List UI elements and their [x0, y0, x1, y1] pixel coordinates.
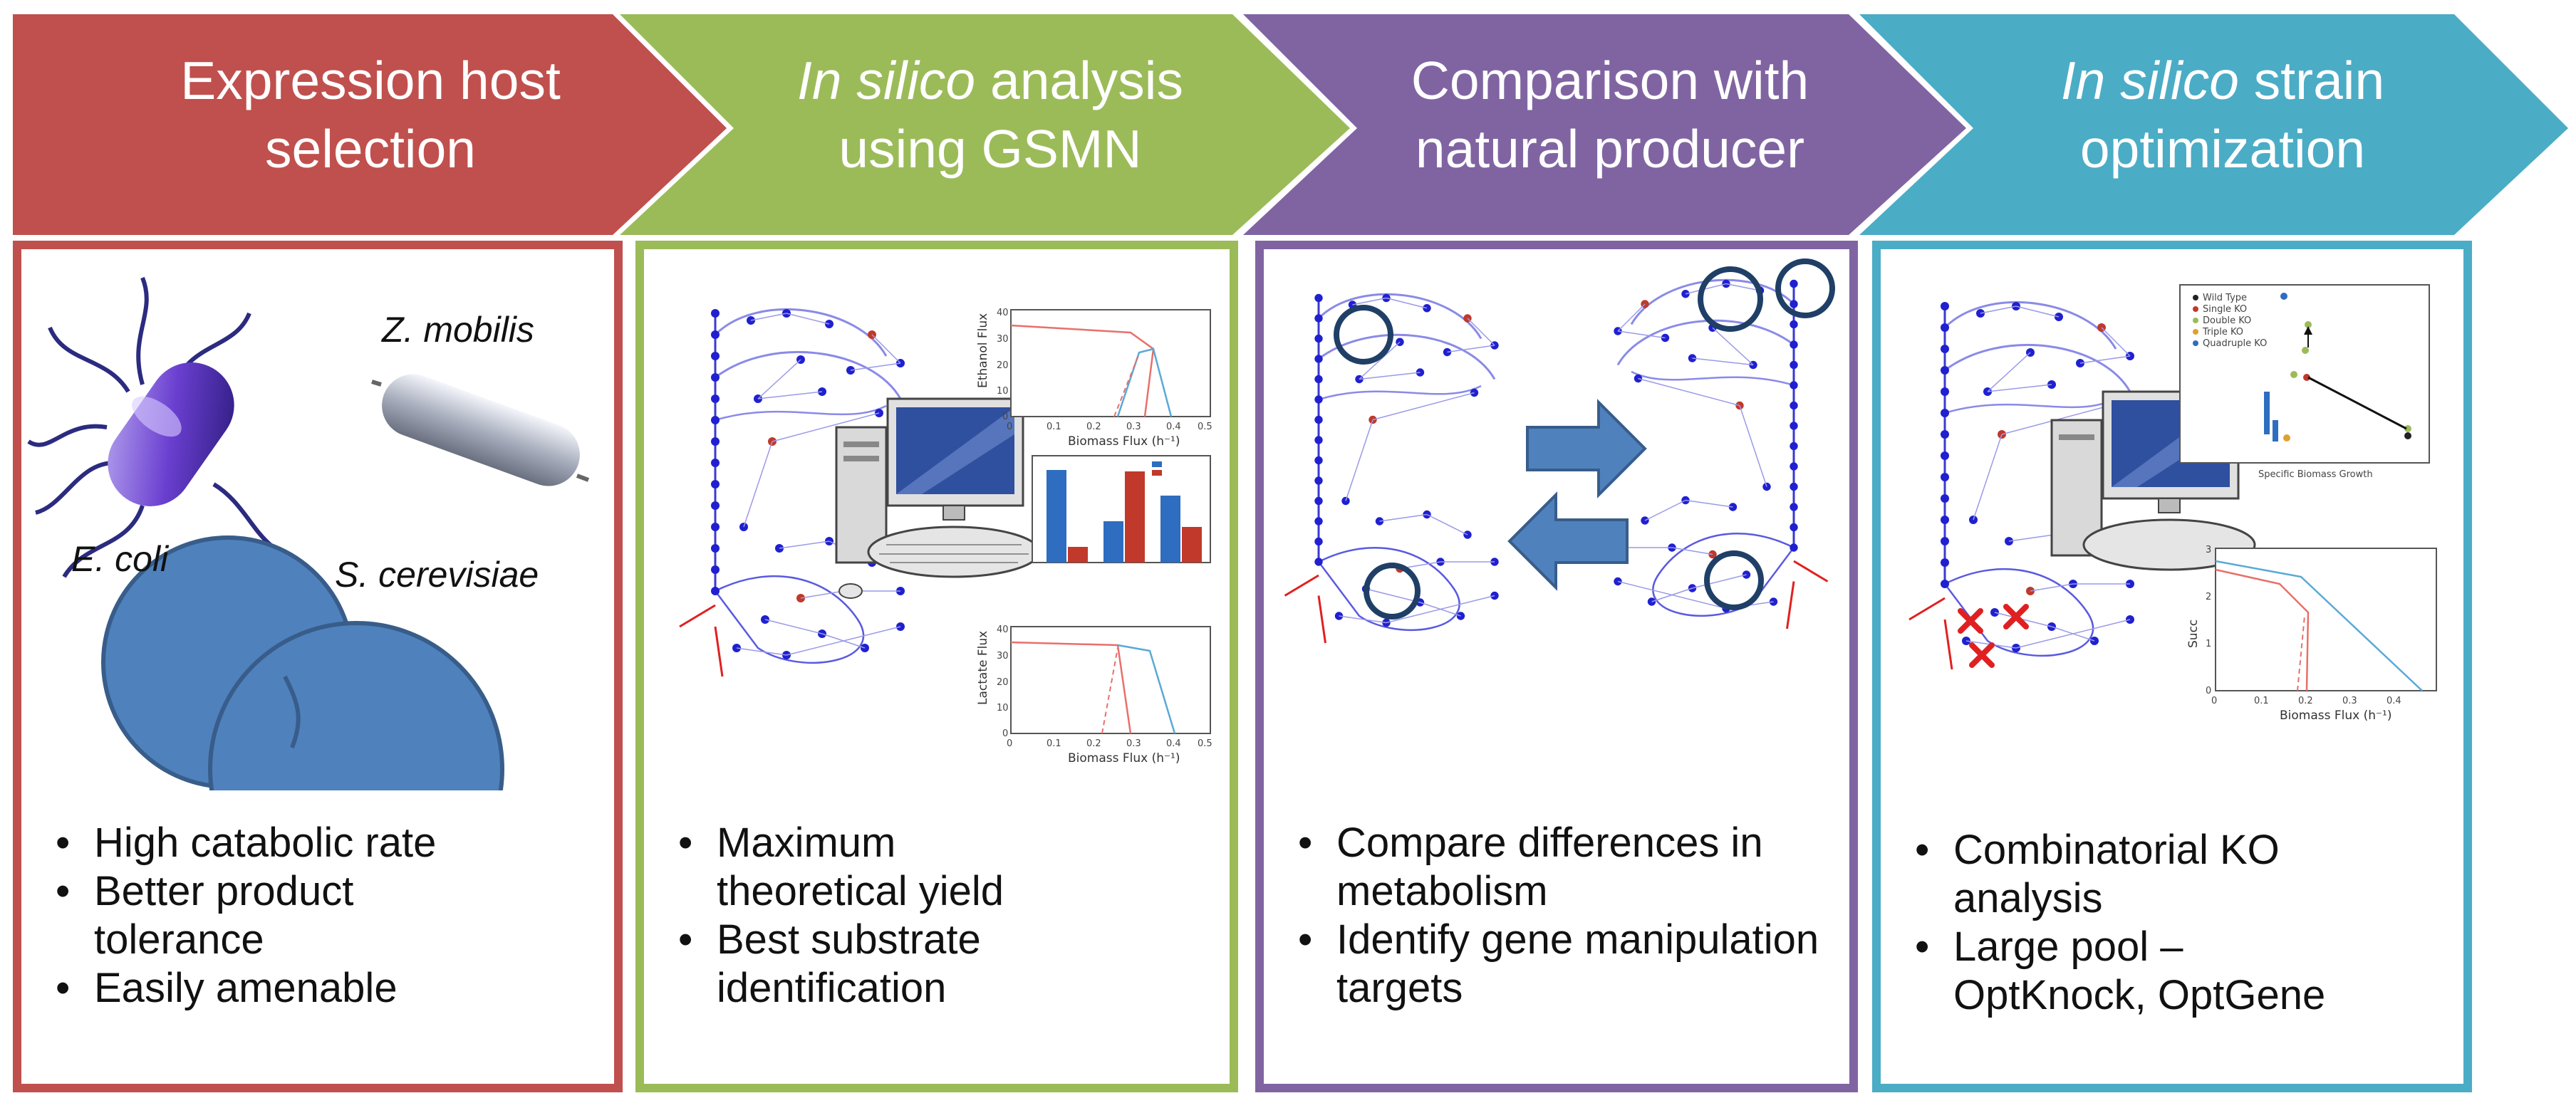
- yield-bar-chart: [1032, 455, 1211, 563]
- svg-text:0.2: 0.2: [1086, 422, 1101, 432]
- chart-line-mutant: [1116, 347, 1173, 417]
- network-icon: [1284, 293, 1499, 644]
- step2-arrow-shape: [620, 14, 1350, 235]
- step1-panel: E. coli Z. mobilis S. cerevisiae High ca…: [13, 241, 623, 1092]
- step2-title-italic: In silico: [797, 51, 976, 110]
- svg-text:0.5: 0.5: [1198, 738, 1212, 749]
- bullet-item: Identify gene manipulation targets: [1295, 916, 1835, 1013]
- step3-bullets: Compare differences in metabolism Identi…: [1295, 819, 1828, 1013]
- bullet-item: Combinatorial KO analysis: [1912, 826, 2310, 923]
- ecoli-label: E. coli: [71, 539, 169, 579]
- svg-text:30: 30: [997, 334, 1009, 345]
- yeast-icon: [101, 535, 504, 790]
- step4-bullets: Combinatorial KO analysis Large pool – O…: [1912, 826, 2442, 1020]
- svg-text:10: 10: [997, 703, 1009, 714]
- svg-text:0.2: 0.2: [2298, 696, 2313, 706]
- chart-line-mutant: [1117, 644, 1176, 734]
- svg-text:0.5: 0.5: [1198, 422, 1212, 432]
- zmobilis-icon: [371, 374, 590, 486]
- top-chart-ylabel: Ethanol Flux: [976, 313, 990, 388]
- step4-title-italic: In silico: [2060, 51, 2239, 110]
- legend-item: Wild Type: [2203, 293, 2247, 303]
- svg-text:0.4: 0.4: [1166, 422, 1181, 432]
- scatter-xlabel: Specific Biomass Growth: [2258, 469, 2373, 480]
- svg-text:30: 30: [997, 651, 1009, 662]
- svg-text:10: 10: [997, 386, 1009, 397]
- chart-line-mutant: [2215, 560, 2423, 691]
- double-arrow-icon: [1507, 399, 1647, 591]
- scerevisiae-label: S. cerevisiae: [335, 555, 539, 595]
- process-arrows: [13, 14, 2568, 235]
- step3-arrow-shape: [1243, 14, 1966, 235]
- svg-text:2: 2: [2206, 592, 2211, 602]
- svg-text:0.4: 0.4: [2387, 696, 2401, 706]
- chart-line-wildtype: [2215, 568, 2310, 691]
- bullet-item: Best substrate identification: [675, 916, 1030, 1013]
- knockout-x-icon: [1958, 604, 2029, 668]
- legend-item: Triple KO: [2202, 327, 2243, 338]
- step2-bullets: Maximum theoretical yield Best substrate…: [675, 819, 1208, 1013]
- svg-text:40: 40: [997, 308, 1009, 318]
- top-chart-xlabel: Biomass Flux (h⁻¹): [1068, 434, 1180, 449]
- step3-panel: Compare differences in metabolism Identi…: [1255, 241, 1858, 1092]
- bullet-item: Easily amenable: [53, 964, 593, 1013]
- svg-text:0.3: 0.3: [1126, 422, 1141, 432]
- ethanol-flux-chart: 40 30 20 10 0 0 0.1 0.2 0.3 0.4 0.5 Biomass Flux …: [976, 308, 1212, 449]
- chart-line-wildtype: [1010, 324, 1155, 417]
- bullet-item: Large pool – OptKnock, OptGene: [1912, 923, 2352, 1020]
- svg-text:0: 0: [1007, 738, 1012, 749]
- svg-text:0: 0: [2206, 686, 2211, 696]
- ecoli-icon: [27, 276, 293, 578]
- legend-item: Quadruple KO: [2203, 338, 2267, 349]
- succ-chart-xlabel: Biomass Flux (h⁻¹): [2280, 709, 2391, 723]
- computer-icon: [835, 397, 1041, 599]
- bottom-chart-ylabel: Lactate Flux: [976, 631, 990, 705]
- svg-text:0.1: 0.1: [2254, 696, 2269, 706]
- legend: Wild Type Single KO Double KO Triple KO …: [2193, 293, 2267, 349]
- svg-text:40: 40: [997, 624, 1009, 635]
- bottom-chart-xlabel: Biomass Flux (h⁻¹): [1068, 751, 1180, 765]
- svg-text:0.1: 0.1: [1046, 738, 1061, 749]
- highlight-circles: [1334, 258, 1835, 620]
- step1-arrow-shape: [13, 14, 727, 235]
- svg-text:20: 20: [997, 360, 1009, 371]
- svg-text:0: 0: [1007, 422, 1012, 432]
- zmobilis-label: Z. mobilis: [382, 310, 534, 350]
- svg-text:3: 3: [2206, 545, 2211, 555]
- step1-bullets: High catabolic rate Better product toler…: [53, 819, 593, 1013]
- svg-text:0.1: 0.1: [1046, 422, 1061, 432]
- succ-chart-ylabel: Succ: [2186, 620, 2201, 648]
- step4-panel: Wild Type Single KO Double KO Triple KO …: [1872, 241, 2472, 1092]
- step2-panel: 40 30 20 10 0 0 0.1 0.2 0.3 0.4 0.5 Biomass Flux …: [635, 241, 1238, 1092]
- legend-item: Single KO: [2203, 304, 2247, 315]
- step4-arrow-shape: [1859, 14, 2568, 235]
- lactate-flux-chart: 40 30 20 10 0 0 0.1 0.2 0.3 0.4 0.5 Biomass Flux …: [976, 624, 1212, 765]
- scatter-points: [2264, 293, 2411, 441]
- organisms-illustration: [27, 276, 590, 790]
- legend-item: Double KO: [2203, 315, 2251, 326]
- bullet-item: Compare differences in metabolism: [1295, 819, 1835, 916]
- svg-text:0.2: 0.2: [1086, 738, 1101, 749]
- svg-text:1: 1: [2206, 639, 2211, 649]
- svg-text:0.3: 0.3: [2342, 696, 2357, 706]
- svg-text:20: 20: [997, 677, 1009, 688]
- network-icon: [1614, 278, 1829, 629]
- svg-text:0: 0: [1002, 412, 1008, 422]
- bullet-item: High catabolic rate: [53, 819, 593, 867]
- ko-scatter-chart: Wild Type Single KO Double KO Triple KO …: [2179, 284, 2430, 480]
- svg-text:0: 0: [2211, 696, 2217, 706]
- bullet-item: Better product tolerance: [53, 867, 464, 964]
- svg-text:0.4: 0.4: [1166, 738, 1181, 749]
- svg-text:0.3: 0.3: [1126, 738, 1141, 749]
- bullet-item: Maximum theoretical yield: [675, 819, 1030, 916]
- succ-flux-chart: 3 2 1 0 0 0.1 0.2 0.3 0.4 Biomass Flux (h⁻¹) Su…: [2186, 545, 2437, 723]
- svg-text:0: 0: [1002, 728, 1008, 739]
